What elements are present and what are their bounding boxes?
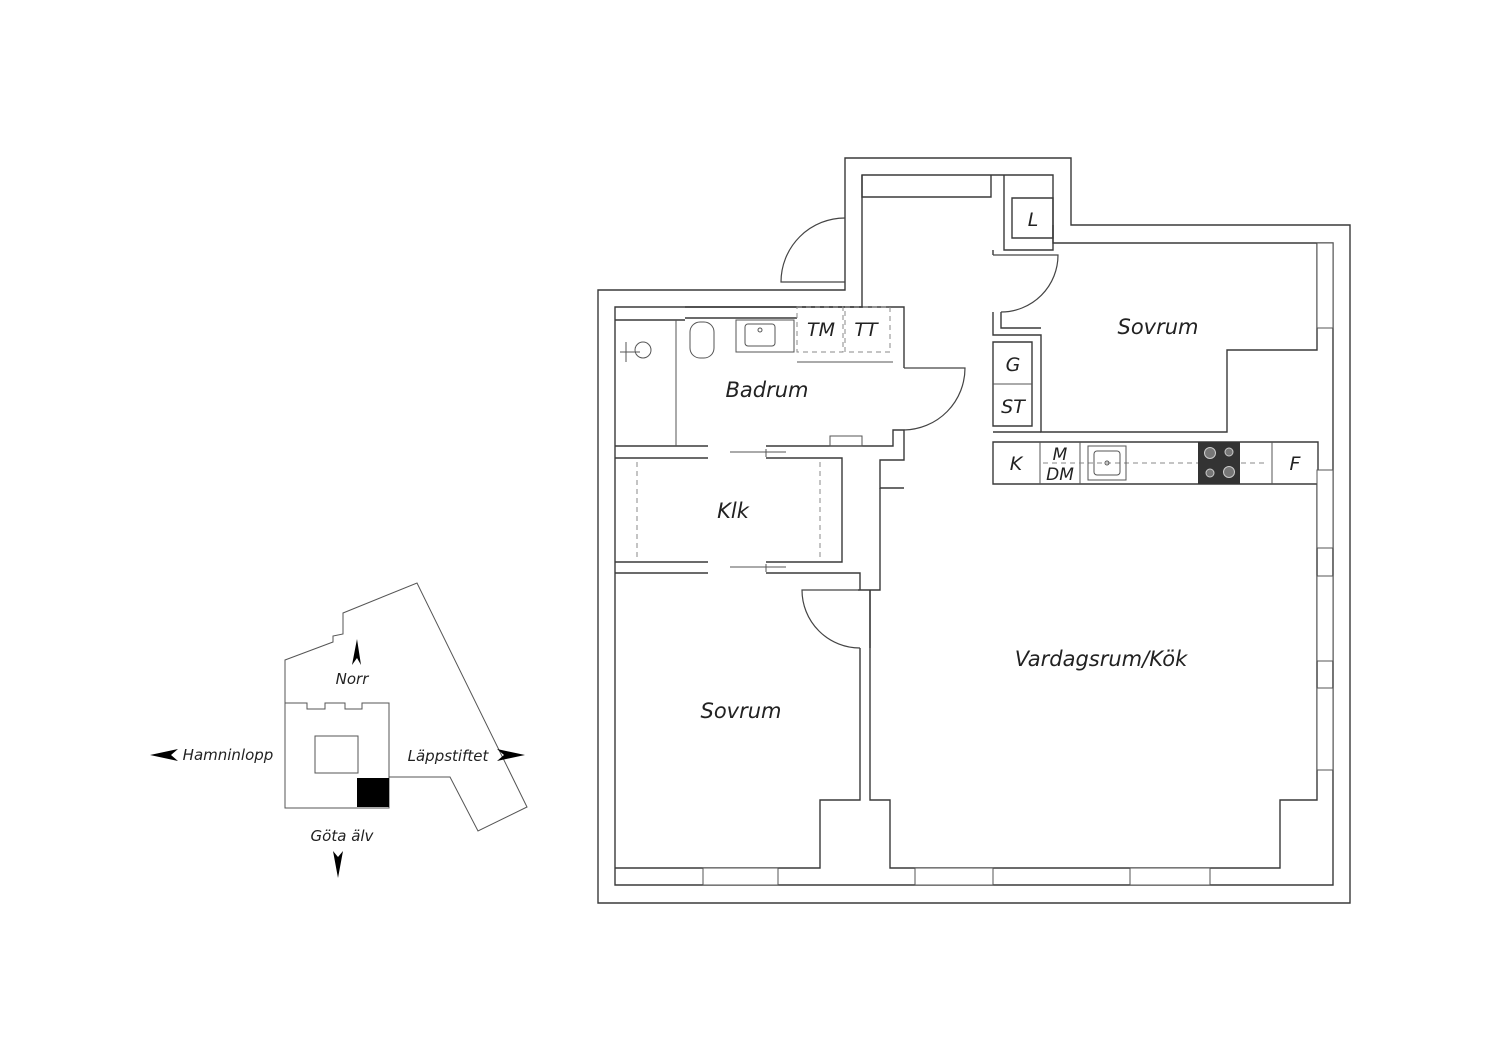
- fixture-label-g: G: [1006, 354, 1021, 376]
- kitchen-sink-icon: [1087, 445, 1127, 481]
- compass-label-west: Hamninlopp: [183, 746, 274, 764]
- compass-label-east: Läppstiftet: [408, 747, 490, 765]
- apartment-location-marker: [357, 778, 389, 807]
- fixture-label-washer: TM: [807, 319, 835, 341]
- room-label-living-kitchen: Vardagsrum/Kök: [1015, 647, 1188, 671]
- fixture-label-dryer: TT: [854, 319, 879, 341]
- site-compass: Norr Hamninlopp Läppstiftet Göta älv: [150, 582, 528, 878]
- fixture-labels: L G ST TM TT K M DM F: [807, 209, 1302, 485]
- toilet-icon: [689, 321, 715, 359]
- compass-label-south: Göta älv: [311, 827, 375, 845]
- room-label-bedroom-left: Sovrum: [700, 699, 781, 723]
- west-arrow-icon: [150, 749, 178, 761]
- fixture-label-microwave: M: [1053, 445, 1068, 465]
- outer-walls: [597, 157, 1351, 904]
- fixture-label-storage: ST: [1001, 396, 1026, 418]
- fixture-label-dishwasher: DM: [1046, 465, 1074, 485]
- windows: [702, 242, 1334, 886]
- shower-drain-icon: [634, 341, 652, 359]
- stove-icon: [1198, 442, 1240, 484]
- room-labels: Sovrum Badrum Klk Sovrum Vardagsrum/Kök: [700, 315, 1198, 723]
- north-arrow-icon: [352, 639, 361, 665]
- closet-shelves: [636, 462, 821, 560]
- compass-label-north: Norr: [336, 670, 370, 688]
- fixture-label-fridge: F: [1290, 453, 1302, 475]
- kitchen-fixtures: [1039, 442, 1273, 484]
- room-label-closet: Klk: [717, 499, 750, 523]
- fixture-label-cabinet: K: [1010, 453, 1024, 475]
- doors: [730, 217, 1059, 649]
- bathroom-fixtures: [620, 306, 893, 447]
- sink-icon: [744, 323, 776, 347]
- east-arrow-icon: [497, 749, 525, 761]
- room-label-bathroom: Badrum: [725, 378, 808, 402]
- room-label-bedroom-top: Sovrum: [1117, 315, 1198, 339]
- fixture-label-linen: L: [1028, 209, 1039, 231]
- south-arrow-icon: [333, 851, 343, 878]
